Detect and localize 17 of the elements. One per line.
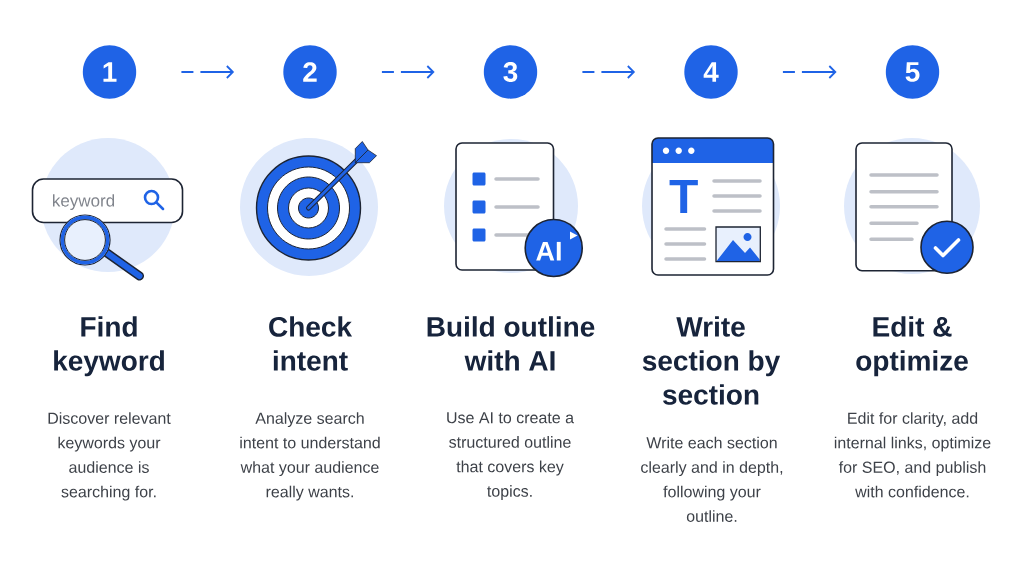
step-description: Discover relevant keywords your audience is searching for. [48, 412, 171, 501]
large-letter: T [669, 179, 698, 213]
step-description: Write each section clearly and in depth, following your outline. [641, 436, 783, 522]
ai-badge: AI [524, 218, 583, 278]
dashed-arrow [180, 65, 235, 79]
step-description: Use AI to create a structured outline that covers key topics. [447, 412, 574, 500]
dashed-arrow [581, 65, 636, 79]
step-description: Analyze search intent to understand what your audience really wants. [240, 412, 380, 501]
step-heading: Write section by section [642, 316, 781, 405]
step-heading: Check intent [269, 316, 353, 371]
dashed-arrow [381, 65, 435, 79]
step-heading: Edit & optimize [856, 316, 968, 377]
search-bar: keyword [31, 178, 184, 224]
dashed-arrow [782, 65, 837, 79]
step-heading: Find keyword [54, 316, 164, 377]
step-description: Edit for clarity, add internal links, optimize for SEO, and publish with confidence. [834, 412, 991, 498]
step-heading: Build outline with AI [427, 316, 595, 371]
